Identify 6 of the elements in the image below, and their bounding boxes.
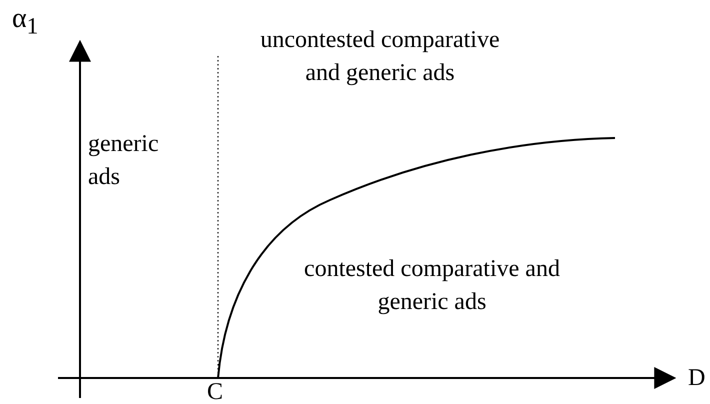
axis-label: D	[688, 364, 706, 393]
region-label: uncontested comparative and generic ads	[259, 26, 501, 88]
axis-label: C	[207, 378, 224, 404]
axis-label: α$_{1}$	[12, 2, 38, 42]
region-label: contested comparative and generic ads	[303, 255, 561, 317]
region-label: generic ads	[88, 130, 160, 192]
